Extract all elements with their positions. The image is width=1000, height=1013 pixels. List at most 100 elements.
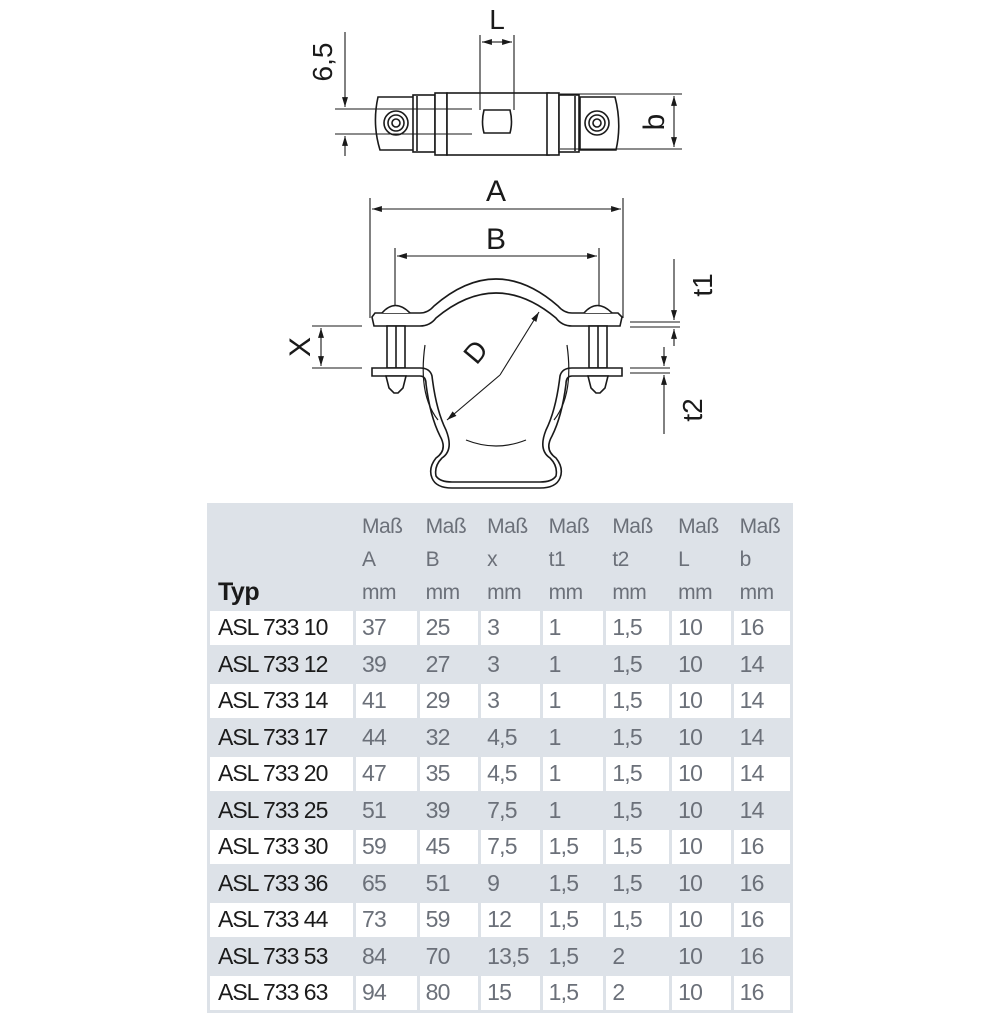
cell-t1: 1,5 — [542, 939, 604, 976]
dimension-label-b: b — [638, 114, 671, 131]
cell-typ: ASL 733 10 — [210, 611, 353, 648]
cell-typ: ASL 733 44 — [210, 903, 353, 940]
cell-A: 59 — [356, 830, 417, 867]
table-row: ASL 733 20 47 35 4,5 1 1,5 10 14 — [210, 757, 790, 794]
cell-A: 73 — [356, 903, 417, 940]
cell-typ: ASL 733 63 — [210, 976, 353, 1013]
dimension-label-D: D — [457, 334, 494, 369]
cell-t2: 1,5 — [606, 720, 670, 757]
cell-t1: 1 — [542, 793, 604, 830]
dimension-label-B: B — [486, 223, 506, 256]
dimension-label-t1: t1 — [687, 273, 718, 296]
cell-b: 16 — [733, 976, 790, 1013]
cell-x: 7,5 — [481, 793, 540, 830]
cell-x: 9 — [481, 866, 540, 903]
technical-drawing: L 6,5 b — [284, 4, 718, 489]
cell-L: 10 — [672, 647, 731, 684]
cell-t1: 1 — [542, 684, 604, 721]
cell-t2: 1,5 — [606, 866, 670, 903]
cell-A: 94 — [356, 976, 417, 1013]
cell-L: 10 — [672, 939, 731, 976]
cell-B: 51 — [419, 866, 479, 903]
cell-typ: ASL 733 25 — [210, 793, 353, 830]
cell-t2: 2 — [606, 976, 670, 1013]
cell-typ: ASL 733 14 — [210, 684, 353, 721]
dimension-label-t2: t2 — [677, 398, 708, 421]
cell-t2: 1,5 — [606, 903, 670, 940]
cell-L: 10 — [672, 793, 731, 830]
cell-t1: 1,5 — [542, 903, 604, 940]
cell-A: 39 — [356, 647, 417, 684]
cell-L: 10 — [672, 611, 731, 648]
cell-A: 51 — [356, 793, 417, 830]
dimension-label-L: L — [489, 4, 505, 35]
cell-L: 10 — [672, 830, 731, 867]
cell-L: 10 — [672, 720, 731, 757]
cell-t2: 1,5 — [606, 647, 670, 684]
cell-t2: 1,5 — [606, 611, 670, 648]
cell-t1: 1,5 — [542, 830, 604, 867]
cell-B: 39 — [419, 793, 479, 830]
table-row: ASL 733 30 59 45 7,5 1,5 1,5 10 16 — [210, 830, 790, 867]
cell-t1: 1 — [542, 647, 604, 684]
table-row: ASL 733 12 39 27 3 1 1,5 10 14 — [210, 647, 790, 684]
table-row: ASL 733 44 73 59 12 1,5 1,5 10 16 — [210, 903, 790, 940]
cell-typ: ASL 733 17 — [210, 720, 353, 757]
cell-x: 15 — [481, 976, 540, 1013]
cell-A: 47 — [356, 757, 417, 794]
cell-b: 16 — [733, 939, 790, 976]
cell-B: 32 — [419, 720, 479, 757]
cell-L: 10 — [672, 866, 731, 903]
cell-L: 10 — [672, 757, 731, 794]
table-row: ASL 733 53 84 70 13,5 1,5 2 10 16 — [210, 939, 790, 976]
cell-x: 3 — [481, 611, 540, 648]
cell-x: 4,5 — [481, 720, 540, 757]
cell-L: 10 — [672, 976, 731, 1013]
cell-B: 25 — [419, 611, 479, 648]
cell-typ: ASL 733 20 — [210, 757, 353, 794]
cell-t2: 1,5 — [606, 684, 670, 721]
cell-b: 16 — [733, 830, 790, 867]
cell-L: 10 — [672, 684, 731, 721]
cell-B: 80 — [419, 976, 479, 1013]
cell-t1: 1,5 — [542, 976, 604, 1013]
dimension-label-X: X — [284, 337, 317, 357]
dimension-label-6-5: 6,5 — [307, 43, 338, 82]
cell-L: 10 — [672, 903, 731, 940]
table-row: ASL 733 17 44 32 4,5 1 1,5 10 14 — [210, 720, 790, 757]
cell-b: 14 — [733, 684, 790, 721]
cell-b: 14 — [733, 720, 790, 757]
cell-B: 70 — [419, 939, 479, 976]
table-row: ASL 733 36 65 51 9 1,5 1,5 10 16 — [210, 866, 790, 903]
cell-A: 65 — [356, 866, 417, 903]
cell-t1: 1 — [542, 720, 604, 757]
cell-b: 16 — [733, 611, 790, 648]
cell-t2: 1,5 — [606, 757, 670, 794]
cell-t1: 1 — [542, 757, 604, 794]
cell-typ: ASL 733 53 — [210, 939, 353, 976]
cell-b: 14 — [733, 793, 790, 830]
cell-b: 16 — [733, 903, 790, 940]
cell-t2: 2 — [606, 939, 670, 976]
cell-t1: 1,5 — [542, 866, 604, 903]
cell-typ: ASL 733 12 — [210, 647, 353, 684]
cell-t1: 1 — [542, 611, 604, 648]
cell-A: 84 — [356, 939, 417, 976]
table-row: ASL 733 25 51 39 7,5 1 1,5 10 14 — [210, 793, 790, 830]
table-row: ASL 733 63 94 80 15 1,5 2 10 16 — [210, 976, 790, 1013]
cell-t2: 1,5 — [606, 830, 670, 867]
cell-B: 35 — [419, 757, 479, 794]
cell-x: 3 — [481, 684, 540, 721]
cell-typ: ASL 733 30 — [210, 830, 353, 867]
table-row: ASL 733 10 37 25 3 1 1,5 10 16 — [210, 611, 790, 648]
cell-B: 59 — [419, 903, 479, 940]
